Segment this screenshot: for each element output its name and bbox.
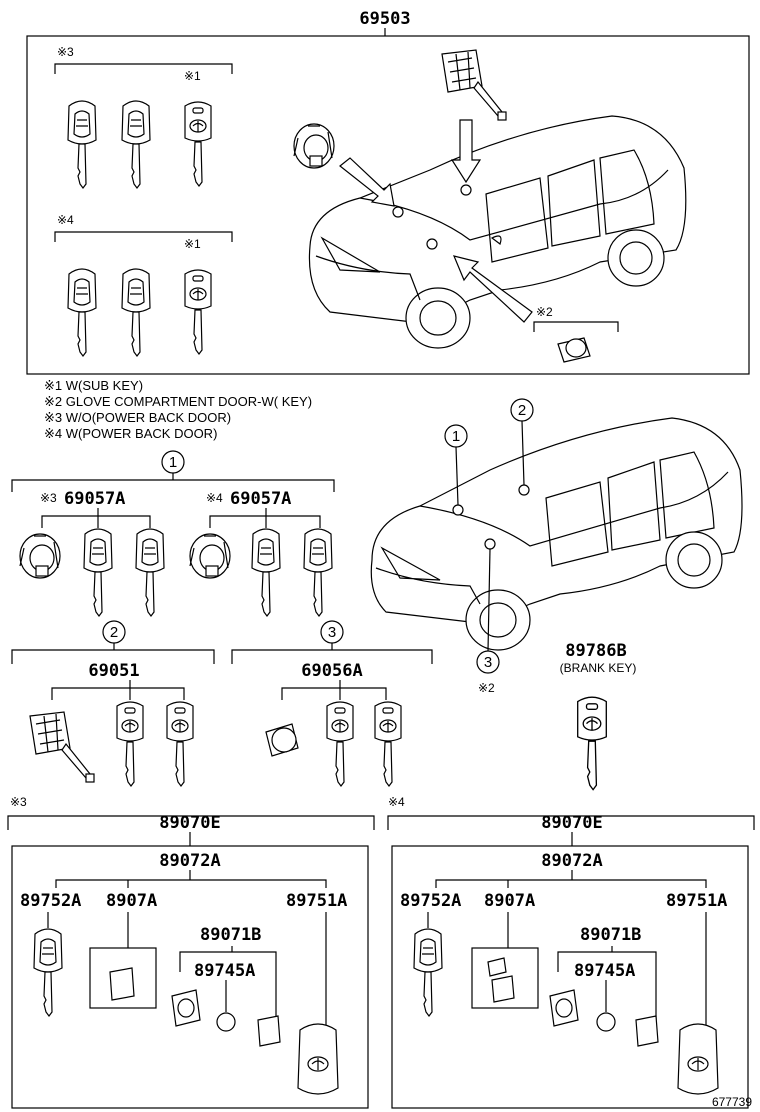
note-1: ※1 W(SUB KEY) [44,378,143,393]
battery-icon [216,1012,236,1032]
glove-lock-cylinder-icon [557,337,591,363]
mark-3-top: ※3 [57,45,74,59]
part-89072A-right: 89072A [541,851,602,871]
part-89070E-right: 89070E [541,813,602,833]
transmitter-box-left [11,845,369,1109]
note-2: ※2 GLOVE COMPARTMENT DOOR-W( KEY) [44,394,312,409]
part-69056A: 69056A [301,661,362,681]
part-69057A-right: 69057A [230,489,291,509]
callout-1-label: 1 [169,454,177,471]
glove-lock-cylinder-icon [265,723,299,757]
part-89071B-left: 89071B [200,925,261,945]
part-8907A-right: 8907A [484,891,535,911]
sub-key-icon [184,269,212,355]
callout-3-car-label: 3 [484,654,492,671]
battery-icon [596,1012,616,1032]
note-3: ※3 W/O(POWER BACK DOOR) [44,410,231,425]
transmitter-box-right [391,845,749,1109]
part-89745A-right: 89745A [574,961,635,981]
cover-icon [257,1015,281,1047]
mark-3-set: ※3 [40,491,57,505]
key-icon [67,268,97,357]
key-icon [135,528,165,617]
mark-4-set: ※4 [206,491,223,505]
door-lock-cylinder-icon [293,123,335,169]
key-fob-icon [677,1023,719,1095]
mark-3-bottom: ※3 [10,795,27,809]
part-69057A-left: 69057A [64,489,125,509]
part-89786B: 89786B [565,641,626,661]
part-89070E-left: 89070E [159,813,220,833]
key-icon [303,528,333,617]
assembly-number: 69503 [359,9,410,29]
vehicle-illustration-right [370,417,743,651]
part-89071B-right: 89071B [580,925,641,945]
key-plate-box [89,947,157,1009]
part-89751A-left: 89751A [286,891,347,911]
arrow-icon [339,157,395,207]
key-fob-icon [297,1023,339,1095]
mark-4-top: ※4 [57,213,74,227]
part-89752A-right: 89752A [400,891,461,911]
part-69051: 69051 [88,661,139,681]
door-lock-cylinder-icon [19,533,61,579]
key-icon [33,928,63,1017]
part-89752A-left: 89752A [20,891,81,911]
transponder-module-icon [549,989,579,1027]
mark-4-bottom: ※4 [388,795,405,809]
callout-1-car-label: 1 [452,428,460,445]
part-8907A-left: 8907A [106,891,157,911]
ignition-cylinder-icon [441,49,507,121]
mark-1-b: ※1 [184,237,201,251]
key-icon [116,701,144,787]
assembly-box [26,35,750,375]
key-icon [121,100,151,189]
transponder-module-icon [171,989,201,1027]
cover-icon [635,1015,659,1047]
part-89072A-left: 89072A [159,851,220,871]
mark-1-a: ※1 [184,69,201,83]
key-icon [67,100,97,189]
door-lock-cylinder-icon [189,533,231,579]
callout-2-car-label: 2 [518,402,526,419]
key-icon [374,701,402,787]
key-icon [83,528,113,617]
part-89745A-left: 89745A [194,961,255,981]
note-4: ※4 W(POWER BACK DOOR) [44,426,217,441]
key-plate-box [471,947,539,1009]
sub-key-icon [184,101,212,187]
vehicle-illustration-top [308,115,687,349]
key-icon [251,528,281,617]
key-icon [166,701,194,787]
key-icon [121,268,151,357]
mark-2-top: ※2 [536,305,553,319]
part-89751A-right: 89751A [666,891,727,911]
arrow-icon [450,119,482,184]
callout-3-label: 3 [328,624,336,641]
figure-id: 677739 [712,1095,752,1109]
arrow-icon [452,255,533,323]
key-icon [413,928,443,1017]
blank-key-icon [577,696,607,791]
ignition-cylinder-icon [29,711,95,783]
callout-2-label: 2 [110,624,118,641]
blank-key-label: (BRANK KEY) [560,661,637,675]
key-icon [326,701,354,787]
mark-2-car: ※2 [478,681,495,695]
